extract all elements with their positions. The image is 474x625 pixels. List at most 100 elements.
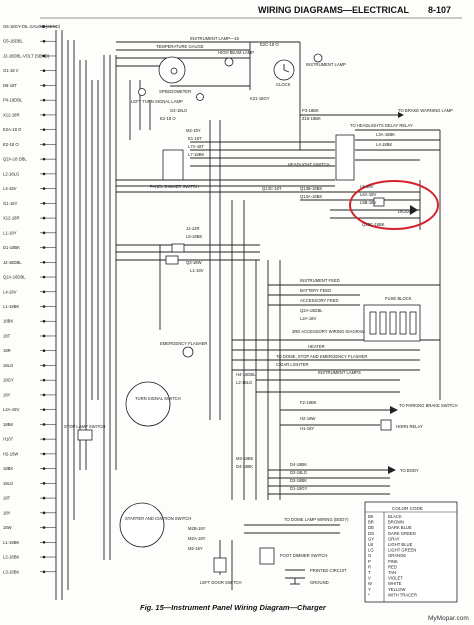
connector-terminal: [42, 275, 46, 279]
left-wire-label: H2-16W: [3, 451, 18, 456]
cigar-lighter-label: CIGAR LIGHTER: [276, 362, 309, 367]
color-code-name: LIGHT BLUE: [388, 542, 413, 547]
color-code-name: WITH TRACER: [388, 592, 417, 597]
connector-terminal: [42, 113, 46, 117]
right-wire-label: H2-18W: [300, 416, 315, 421]
center-wire-label: G4-18LG: [170, 108, 187, 113]
instrument-feed-label: INSTRUMENT FEED: [300, 278, 340, 283]
right-wire-label: K21-18GY: [250, 96, 270, 101]
connector-terminal: [42, 555, 46, 559]
left-wire-label: 18Y: [3, 392, 11, 397]
heater-label: HEATER: [308, 344, 325, 349]
connector-terminal: [42, 378, 46, 382]
connector-terminal: [42, 496, 46, 500]
color-code-abbrev: LB: [368, 542, 373, 547]
right-wire-label: P3-18BK: [302, 108, 319, 113]
connector-terminal: [42, 246, 46, 249]
color-code-name: PINK: [388, 559, 398, 564]
color-code-abbrev: DB: [368, 525, 374, 530]
emergency-flasher-label: EMERGENCY FLASHER: [160, 341, 207, 346]
left-wire-label: L4-18V: [3, 186, 17, 191]
left-wire-label: 18GY: [3, 378, 14, 383]
speedometer-label: SPEEDOMETER: [159, 89, 191, 94]
to-body-label: TO BODY: [400, 468, 419, 473]
right-wire-label: D3-18BK: [290, 478, 307, 483]
stop-lamp-switch: [77, 429, 93, 441]
connector-terminal: [42, 511, 46, 515]
connector-terminal: [42, 157, 46, 161]
color-code-name: BLACK: [388, 514, 402, 519]
left-wire-label: J2-18DBL: [3, 260, 22, 265]
color-code-name: BROWN: [388, 520, 404, 525]
headlight-switch-wiring: [116, 129, 441, 400]
left-wire-label: 18T: [3, 496, 11, 501]
connector-terminal: [42, 437, 46, 441]
diode-connector: [373, 197, 385, 207]
connector-terminal: [42, 540, 46, 544]
fuse-block-label: FUSE BLOCK: [385, 296, 412, 301]
connector-terminal: [42, 143, 46, 146]
center-wire-label: D4-18BK: [236, 464, 253, 469]
right-wire-label: Q2A-16DBL: [300, 308, 323, 313]
connector-terminal: [42, 84, 46, 87]
left-wire-label: D1-18BK: [3, 245, 20, 250]
connector-terminal: [42, 25, 46, 28]
color-code-abbrev: Y: [368, 587, 371, 592]
left-wire-label: 18Y: [3, 510, 11, 515]
right-wire-label: L6A-18V: [360, 192, 377, 197]
left-wire-label: L1-18Y: [3, 230, 17, 235]
gauge-cluster: [116, 41, 301, 150]
left-wire-label: G6-18GY-OIL GAUGE (SEND): [3, 24, 61, 29]
left-wire-label: 18BK: [3, 422, 13, 427]
watermark: MyMopar.com: [428, 615, 469, 622]
center-wire-label: J1-12R: [186, 226, 200, 231]
center-wire-label: M2B-18Y: [188, 526, 206, 531]
foot-dimmer-switch: [259, 547, 275, 565]
center-wire-label: L7A-18T: [188, 144, 205, 149]
ground-label: GROUND: [310, 580, 329, 585]
instrument-lamp-label: INSTRUMENT LAMP: [306, 62, 346, 67]
printed-circuit-label: PRINTED CIRCUIT: [310, 568, 347, 573]
diode-wiring: [300, 180, 421, 230]
left-turn-signal-lamp: [138, 88, 146, 96]
right-wire-label: D1-18GY: [290, 486, 308, 491]
left-wire-label: 18T: [3, 333, 11, 338]
connector-terminal: [42, 290, 46, 294]
highlight-circle: [349, 180, 439, 230]
diode: [410, 205, 418, 215]
connector-terminal: [42, 172, 46, 176]
connector-terminal: [42, 526, 46, 529]
panel-dimmer-switch: [162, 149, 184, 181]
left-wire-label: H107: [3, 437, 14, 442]
color-code-abbrev: V: [368, 576, 371, 581]
center-wire-label: L7-18BK: [188, 152, 205, 157]
speedometer-hub: [170, 67, 178, 75]
color-code-name: DARK BLUE: [388, 525, 412, 530]
starter-ignition-switch-label: STARTER AND IGNITION SWITCH: [125, 516, 191, 521]
connector-terminal: [42, 260, 46, 264]
right-wire-label: D2-18LG: [290, 470, 307, 475]
left-wire-label: 18R: [3, 348, 11, 353]
center-wire-label: E1-18T: [188, 136, 202, 141]
left-wire-label: G1-18 V: [3, 68, 19, 73]
color-code-name: DARK GREEN: [388, 531, 416, 536]
color-code-abbrev: GY: [368, 536, 374, 541]
connector-terminal: [42, 408, 46, 411]
instrument-lamps-label: INSTRUMENT LAMPS: [318, 370, 361, 375]
right-destinations: [219, 409, 390, 590]
left-harness-bus: [55, 30, 117, 600]
fuse-slots: [369, 311, 417, 335]
color-code-title: COLOR CODE: [392, 506, 423, 511]
left-wire-label: 18BK: [3, 466, 13, 471]
connector-terminal: [42, 452, 46, 456]
accessory-feed-label: ACCESSORY FEED: [300, 298, 338, 303]
left-wire-label: 18LG: [3, 363, 13, 368]
left-wire-label: D8-18T: [3, 83, 17, 88]
connector-terminal: [42, 467, 46, 470]
horn-relay-label: HORN RELAY: [396, 424, 423, 429]
center-wire-label: L1-18V: [190, 268, 204, 273]
connector-terminal: [42, 482, 46, 485]
